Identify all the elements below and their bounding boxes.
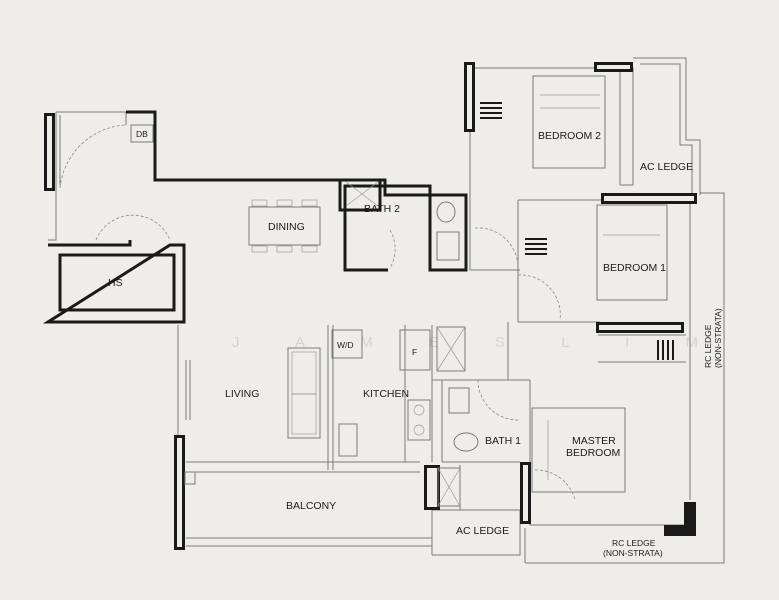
sofa-cushion [291, 393, 317, 435]
balcony-right-core [427, 468, 437, 507]
room-label-living: LIVING [225, 388, 259, 400]
corridor-wall [469, 185, 520, 271]
room-label-rc-ledge-bottom-2: (NON-STRATA) [603, 548, 663, 558]
bedroom1-door [474, 227, 519, 269]
dining-chair [251, 245, 268, 253]
interior-walls [48, 57, 725, 564]
sofa-cushion [291, 351, 317, 395]
bedroom1-door-2 [517, 274, 561, 321]
master-column-core [523, 465, 528, 521]
balcony-bottom [186, 537, 432, 547]
dining-chair [301, 245, 318, 253]
dining-chair [276, 245, 293, 253]
rc-ledge-outline [525, 192, 725, 564]
wardrobe-icon [525, 238, 547, 255]
master-corner-column [664, 502, 696, 536]
ac-ledge-top-inner [640, 63, 693, 195]
room-label-bedroom1: BEDROOM 1 [603, 262, 666, 274]
entry-door [59, 124, 127, 189]
room-label-balcony: BALCONY [286, 500, 336, 512]
balcony-shaft [184, 471, 196, 485]
dining-chair [276, 199, 293, 207]
room-label-dining: DINING [268, 221, 305, 233]
bath2-shaft [338, 178, 382, 212]
master-door [534, 469, 576, 501]
bedroom2-pillows [540, 94, 600, 109]
bedroom1-bottom-core [599, 325, 681, 330]
ac-shaft [437, 467, 461, 507]
ac-ledge-top-outline [633, 57, 701, 195]
hs-door [95, 214, 171, 241]
bath2-sink [436, 231, 460, 261]
hs-room [58, 253, 176, 312]
furniture [184, 75, 674, 507]
left-column-core [47, 116, 52, 188]
balcony-left-core [177, 438, 182, 547]
db-box [130, 124, 154, 143]
stove [407, 399, 431, 441]
bath1-door [477, 379, 521, 421]
room-label-master-1: MASTER [572, 435, 616, 447]
shaft-cross-icon [345, 181, 379, 207]
room-label-rc-ledge-bottom-1: RC LEDGE [612, 538, 656, 548]
bath1-sink [448, 387, 470, 414]
kitchen-shaft [436, 326, 466, 372]
bath2-door [389, 229, 396, 269]
entry-wall [56, 111, 127, 125]
fridge [399, 329, 431, 371]
room-label-ac-ledge-bottom: AC LEDGE [456, 525, 509, 537]
bedroom2-walls [470, 67, 634, 186]
dining-bath2-wall [126, 110, 468, 272]
hs-outer [42, 240, 186, 324]
bedroom2-bed [532, 75, 606, 169]
room-label-wd: W/D [337, 340, 354, 350]
room-label-bedroom2: BEDROOM 2 [538, 130, 601, 142]
wardrobe-icon [480, 102, 502, 119]
shaft-cross-icon [437, 467, 461, 507]
bedroom1-walls [517, 200, 600, 323]
room-label-ac-ledge-top: AC LEDGE [640, 161, 693, 173]
room-label-rc-ledge-side-1: RC LEDGE [703, 324, 713, 368]
ac-ledge-bottom [432, 509, 521, 556]
washer-dryer [331, 329, 363, 359]
room-label-db: DB [136, 129, 148, 139]
dining-chair [301, 199, 318, 207]
sofa [287, 347, 321, 439]
shaft-cross-icon [436, 326, 466, 372]
master-bed [531, 407, 626, 493]
dining-table [248, 206, 321, 246]
bedroom1-bed [596, 204, 668, 301]
burner-icon [413, 404, 425, 416]
room-label-master-2: BEDROOM [566, 447, 620, 459]
doors [59, 124, 576, 501]
room-label-hs: HS [108, 277, 123, 289]
corridor-wall-2 [507, 322, 530, 381]
bath1-toilet-icon [453, 432, 479, 452]
bedroom2-top-core [597, 65, 630, 69]
room-label-kitchen: KITCHEN [363, 388, 409, 400]
room-label-bath1: BATH 1 [485, 435, 521, 447]
bedroom1-top-core [604, 196, 694, 201]
wardrobe-icon [657, 340, 674, 360]
bath2-toilet-icon [436, 201, 456, 223]
balcony-top [186, 461, 420, 473]
room-label-bath2: BATH 2 [364, 203, 400, 215]
bedroom2-column-core [467, 65, 472, 129]
master-walls [529, 380, 690, 526]
room-label-fridge: F [412, 347, 417, 357]
room-labels: BEDROOM 2 AC LEDGE BEDROOM 1 BATH 2 DINI… [108, 129, 723, 558]
dining-chair [251, 199, 268, 207]
left-wall [48, 112, 57, 241]
kitchen-sink [338, 423, 358, 457]
burner-icon [413, 424, 425, 436]
room-label-rc-ledge-side-2: (NON-STRATA) [713, 308, 723, 368]
